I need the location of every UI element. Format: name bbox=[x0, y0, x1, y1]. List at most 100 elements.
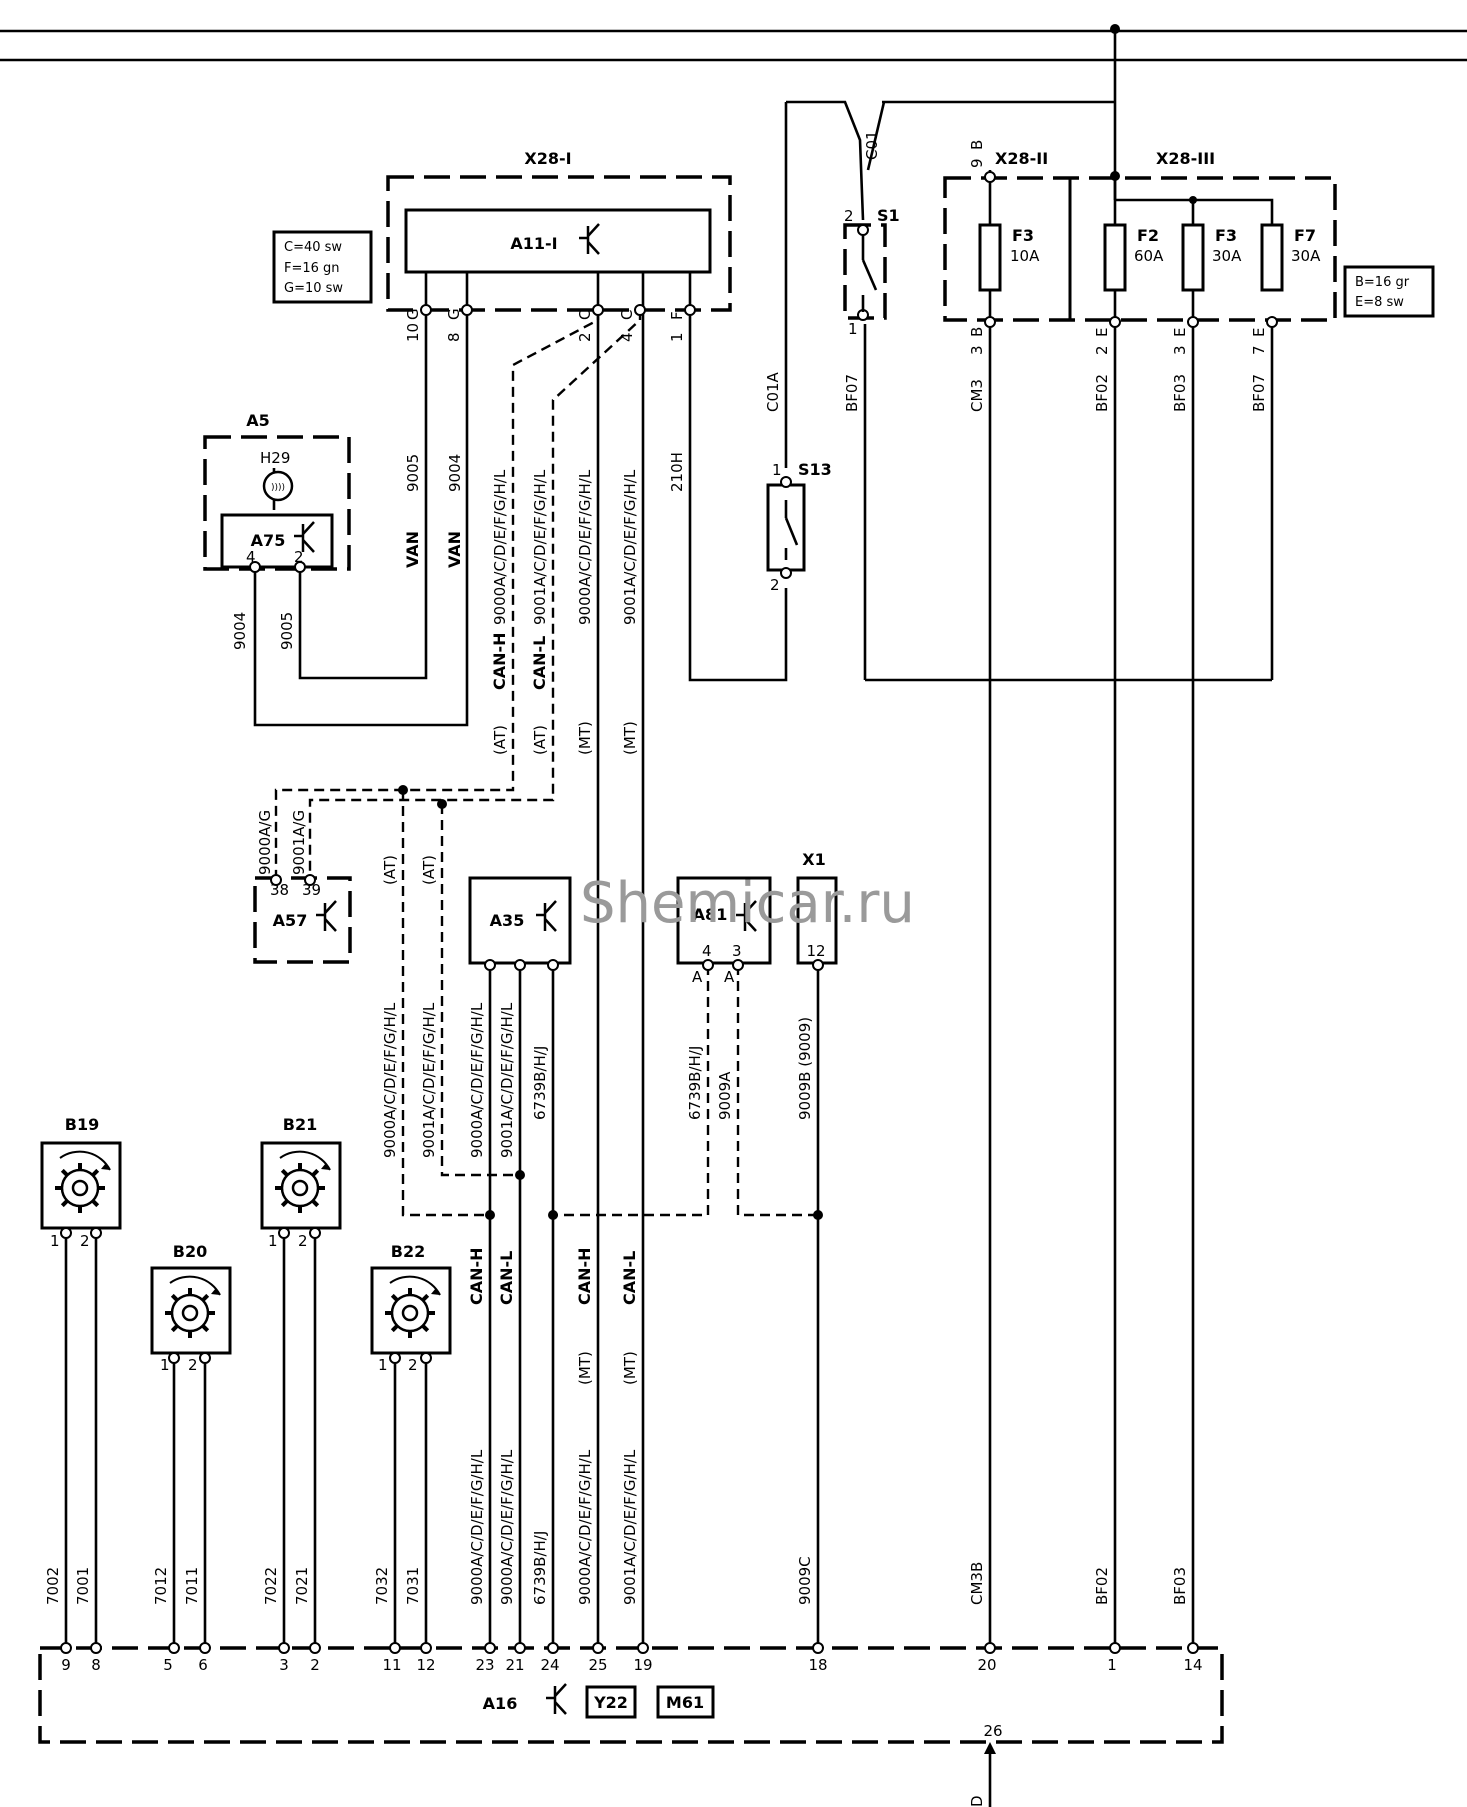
svg-text:CAN-H: CAN-H bbox=[490, 632, 509, 690]
a81-module: A81 4 3 A A bbox=[676, 876, 772, 986]
svg-text:6739B/H/J: 6739B/H/J bbox=[531, 1531, 549, 1605]
switch-s13[interactable]: S13 1 2 bbox=[766, 460, 832, 594]
svg-text:7032: 7032 bbox=[373, 1567, 391, 1605]
svg-text:B: B bbox=[968, 327, 986, 337]
svg-text:7022: 7022 bbox=[262, 1567, 280, 1605]
svg-text:E=8 sw: E=8 sw bbox=[1355, 295, 1404, 310]
wire-gauge-note-left: C=40 sw F=16 gn G=10 sw bbox=[272, 230, 373, 304]
wire-labels: 9005 9004 9000A/C/D/E/F/G/H/L 9001A/C/D/… bbox=[44, 130, 1268, 1807]
svg-text:F3: F3 bbox=[1012, 226, 1034, 245]
svg-text:9004: 9004 bbox=[446, 454, 464, 492]
svg-text:CAN-L: CAN-L bbox=[497, 1251, 516, 1305]
svg-text:F=16 gn: F=16 gn bbox=[284, 261, 340, 276]
svg-text:2: 2 bbox=[298, 1232, 308, 1250]
svg-text:4: 4 bbox=[618, 332, 636, 342]
svg-text:(MT): (MT) bbox=[621, 1351, 639, 1385]
svg-text:G=10 sw: G=10 sw bbox=[284, 281, 343, 296]
svg-text:B22: B22 bbox=[391, 1242, 425, 1261]
svg-text:A75: A75 bbox=[251, 531, 286, 550]
svg-text:CM3: CM3 bbox=[968, 379, 986, 412]
svg-text:G: G bbox=[404, 308, 422, 320]
switch-s1[interactable]: S1 2 1 bbox=[843, 206, 900, 338]
fuse-box: X28-II X28-III F3 10A F2 60A F3 30A F7 3… bbox=[943, 140, 1337, 355]
svg-text:X1: X1 bbox=[802, 850, 825, 869]
svg-text:30A: 30A bbox=[1291, 247, 1321, 265]
svg-text:C01: C01 bbox=[863, 130, 881, 160]
svg-text:9000A/C/D/E/F/G/H/L: 9000A/C/D/E/F/G/H/L bbox=[576, 469, 594, 625]
x28-i-label: X28-I bbox=[524, 149, 571, 168]
svg-text:F7: F7 bbox=[1294, 226, 1316, 245]
svg-text:BF03: BF03 bbox=[1171, 1567, 1189, 1605]
svg-text:23: 23 bbox=[475, 1656, 494, 1674]
svg-text:BF02: BF02 bbox=[1093, 1567, 1111, 1605]
svg-text:(MT): (MT) bbox=[621, 721, 639, 755]
svg-text:9005: 9005 bbox=[404, 454, 422, 492]
svg-text:25: 25 bbox=[588, 1656, 607, 1674]
svg-text:9: 9 bbox=[968, 158, 986, 168]
svg-text:9000A/C/D/E/F/G/H/L: 9000A/C/D/E/F/G/H/L bbox=[491, 469, 509, 625]
svg-text:7031: 7031 bbox=[404, 1567, 422, 1605]
svg-text:9001A/C/D/E/F/G/H/L: 9001A/C/D/E/F/G/H/L bbox=[498, 1002, 516, 1158]
svg-text:6: 6 bbox=[198, 1656, 208, 1674]
svg-text:11: 11 bbox=[382, 1656, 401, 1674]
svg-text:BF02: BF02 bbox=[1093, 374, 1111, 412]
svg-text:X28-II: X28-II bbox=[995, 149, 1048, 168]
svg-text:1: 1 bbox=[378, 1356, 388, 1374]
svg-text:CAN-L: CAN-L bbox=[620, 1251, 639, 1305]
svg-text:9001A/G: 9001A/G bbox=[290, 810, 308, 875]
svg-text:(MT): (MT) bbox=[576, 721, 594, 755]
svg-text:2: 2 bbox=[770, 576, 780, 594]
svg-text:10: 10 bbox=[404, 323, 422, 342]
svg-text:1: 1 bbox=[668, 332, 686, 342]
svg-text:1: 1 bbox=[772, 461, 782, 479]
svg-text:8: 8 bbox=[445, 332, 463, 342]
svg-text:B: B bbox=[968, 140, 986, 150]
svg-text:6739B/H/J: 6739B/H/J bbox=[686, 1046, 704, 1120]
svg-text:S13: S13 bbox=[798, 460, 832, 479]
svg-text:8: 8 bbox=[91, 1656, 101, 1674]
svg-text:C=40 sw: C=40 sw bbox=[284, 240, 342, 255]
svg-text:E: E bbox=[1171, 328, 1189, 337]
svg-text:26: 26 bbox=[983, 1722, 1002, 1740]
svg-text:14: 14 bbox=[1183, 1656, 1202, 1674]
svg-text:7002: 7002 bbox=[44, 1567, 62, 1605]
svg-text:12: 12 bbox=[416, 1656, 435, 1674]
svg-text:7011: 7011 bbox=[183, 1567, 201, 1605]
svg-text:1: 1 bbox=[848, 320, 858, 338]
svg-text:BF07: BF07 bbox=[843, 374, 861, 412]
svg-text:2: 2 bbox=[310, 1656, 320, 1674]
svg-text:A16: A16 bbox=[483, 1694, 518, 1713]
svg-text:2: 2 bbox=[1093, 345, 1111, 355]
svg-text:3: 3 bbox=[1171, 345, 1189, 355]
svg-text:9000A/C/D/E/F/G/H/L: 9000A/C/D/E/F/G/H/L bbox=[468, 1002, 486, 1158]
svg-text:VAN: VAN bbox=[403, 531, 422, 568]
svg-text:A81: A81 bbox=[693, 905, 728, 924]
svg-text:38: 38 bbox=[270, 881, 289, 899]
svg-text:C01A: C01A bbox=[764, 371, 782, 412]
svg-text:7: 7 bbox=[1250, 345, 1268, 355]
svg-text:4: 4 bbox=[702, 942, 712, 960]
svg-text:X28-III: X28-III bbox=[1156, 149, 1215, 168]
svg-text:C: C bbox=[576, 310, 594, 320]
a16-pins bbox=[60, 1642, 1199, 1654]
svg-text:F3: F3 bbox=[1215, 226, 1237, 245]
svg-text:9004: 9004 bbox=[231, 612, 249, 650]
svg-text:9005: 9005 bbox=[278, 612, 296, 650]
svg-text:9000A/G: 9000A/G bbox=[256, 810, 274, 875]
svg-text:CAN-H: CAN-H bbox=[467, 1247, 486, 1305]
wires bbox=[64, 29, 1274, 1807]
svg-text:39: 39 bbox=[302, 881, 321, 899]
svg-text:A57: A57 bbox=[273, 911, 308, 930]
x28-i-connector: X28-I A11-I 10 G 8 G 2 C 4 C 1 F bbox=[386, 149, 732, 342]
svg-text:9001A/C/D/E/F/G/H/L: 9001A/C/D/E/F/G/H/L bbox=[420, 1002, 438, 1158]
svg-text:60A: 60A bbox=[1134, 247, 1164, 265]
svg-text:2: 2 bbox=[408, 1356, 418, 1374]
svg-text:G: G bbox=[445, 308, 463, 320]
svg-text:CM3B: CM3B bbox=[968, 1562, 986, 1605]
svg-text:B21: B21 bbox=[283, 1115, 317, 1134]
svg-text:2: 2 bbox=[294, 548, 304, 566]
bus-labels: VAN VAN CAN-H CAN-L (AT) (AT) (MT) (MT) … bbox=[381, 531, 639, 1385]
svg-text:9000A/C/D/E/F/G/H/L: 9000A/C/D/E/F/G/H/L bbox=[468, 1449, 486, 1605]
sensor-b22: B22 1 2 bbox=[370, 1242, 452, 1374]
